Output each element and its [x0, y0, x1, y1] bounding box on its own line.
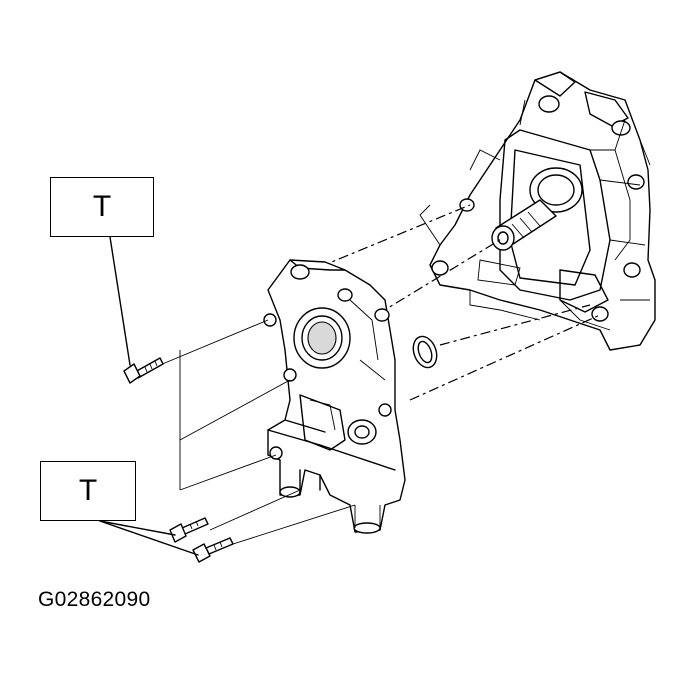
- bolt-icon: [169, 517, 209, 543]
- leader-line: [99, 236, 199, 556]
- engine-block-icon: [419, 71, 656, 351]
- callout-label: T: [78, 474, 98, 507]
- torque-callout-bottom: T: [40, 461, 136, 521]
- figure-code: G02862090: [38, 588, 151, 611]
- bolt-icon: [123, 357, 164, 384]
- o-ring-icon: [412, 335, 438, 369]
- callout-label: T: [92, 190, 112, 223]
- oil-pump-housing-icon: [263, 259, 406, 534]
- bolt-alignment-lines: [159, 319, 356, 546]
- torque-callout-top: T: [50, 177, 154, 237]
- bolt-icon: [192, 537, 234, 563]
